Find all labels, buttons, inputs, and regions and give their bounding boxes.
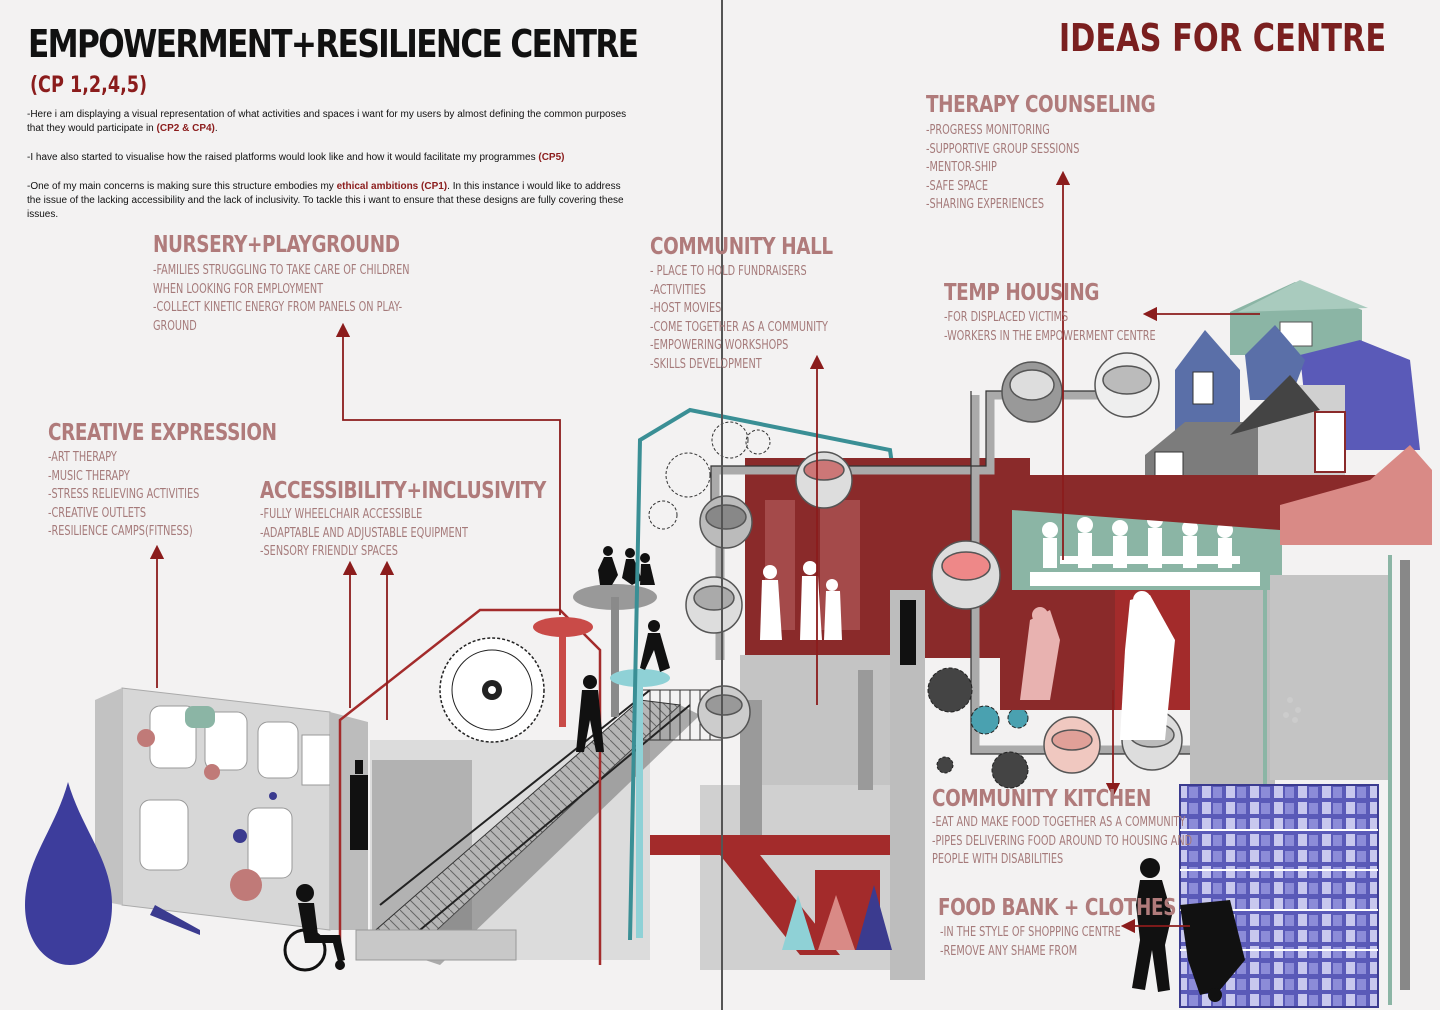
community-hall-heading: COMMUNITY HALL <box>650 234 833 260</box>
creative-items: -ART THERAPY -MUSIC THERAPY -STRESS RELI… <box>48 448 199 541</box>
nursery-items: -FAMILIES STRUGGLING TO TAKE CARE OF CHI… <box>153 261 410 335</box>
list-item: -FOR DISPLACED VICTIMS <box>944 309 1069 325</box>
list-item: -ACTIVITIES <box>650 281 706 298</box>
list-item: PEOPLE WITH DISABILITIES <box>932 851 1064 867</box>
list-item: -EMPOWERING WORKSHOPS <box>650 337 789 353</box>
list-item: -SENSORY FRIENDLY SPACES <box>260 543 398 559</box>
list-item: -COLLECT KINETIC ENERGY FROM PANELS ON P… <box>153 299 403 315</box>
intro-paragraph-3: -One of my main concerns is making sure … <box>27 181 624 220</box>
escalator-area <box>338 608 723 970</box>
connector-arrows <box>149 170 1260 934</box>
food-bank-heading: FOOD BANK + CLOTHES <box>938 895 1177 921</box>
hanging-fixtures <box>350 760 368 850</box>
list-item: -SHARING EXPERIENCES <box>926 196 1045 212</box>
page-fold-divider <box>721 0 723 1010</box>
list-item: -SAFE SPACE <box>926 177 989 194</box>
creative-heading: CREATIVE EXPRESSION <box>48 420 277 446</box>
temp-houses <box>1010 280 1432 545</box>
list-item: -RESILIENCE CAMPS(FITNESS) <box>48 523 193 539</box>
ideas-title: IDEAS FOR CENTRE <box>1058 16 1386 60</box>
shopper-with-cart-silhouette <box>1132 858 1245 1002</box>
list-item: -PROGRESS MONITORING <box>926 122 1050 138</box>
hall-building <box>650 458 1030 980</box>
list-item: -FAMILIES STRUGGLING TO TAKE CARE OF CHI… <box>153 262 410 278</box>
list-item: -CREATIVE OUTLETS <box>48 504 146 521</box>
page-title: EMPOWERMENT+RESILIENCE CENTRE <box>28 22 639 66</box>
community-kitchen-heading: COMMUNITY KITCHEN <box>932 786 1151 812</box>
list-item: -COME TOGETHER AS A COMMUNITY <box>650 318 828 335</box>
intro-paragraph-2: -I have also started to visualise how th… <box>27 152 565 163</box>
gear-cluster <box>648 421 771 530</box>
decorative-triangles <box>782 885 892 950</box>
accessibility-items: -FULLY WHEELCHAIR ACCESSIBLE -ADAPTABLE … <box>260 505 468 561</box>
list-item: GROUND <box>153 317 197 334</box>
cp-subtitle: (CP 1,2,4,5) <box>30 73 148 98</box>
list-item: -MENTOR-SHIP <box>926 159 997 175</box>
temp-housing-items: -FOR DISPLACED VICTIMS -WORKERS IN THE E… <box>944 308 1156 345</box>
kitchen-gears <box>927 667 1029 789</box>
creative-building <box>95 687 368 935</box>
list-item: -IN THE STYLE OF SHOPPING CENTRE <box>940 924 1121 940</box>
blue-drop-shape <box>25 782 112 965</box>
temp-housing-heading: TEMP HOUSING <box>944 280 1100 306</box>
food-bank-items: -IN THE STYLE OF SHOPPING CENTRE -REMOVE… <box>940 923 1121 960</box>
list-item: -ART THERAPY <box>48 449 117 465</box>
kitchen-building <box>1000 490 1410 1005</box>
list-item: -WORKERS IN THE EMPOWERMENT CENTRE <box>944 327 1156 344</box>
list-item: -HOST MOVIES <box>650 300 722 316</box>
wheelchair-user-silhouette <box>283 884 345 972</box>
therapy-items: -PROGRESS MONITORING -SUPPORTIVE GROUP S… <box>926 121 1079 214</box>
therapy-heading: THERAPY COUNSELING <box>926 92 1156 118</box>
list-item: -STRESS RELIEVING ACTIVITIES <box>48 486 200 502</box>
list-item: -MUSIC THERAPY <box>48 467 130 484</box>
community-hall-items: - PLACE TO HOLD FUNDRAISERS -ACTIVITIES … <box>650 262 828 373</box>
list-item: -REMOVE ANY SHAME FROM <box>940 942 1078 959</box>
list-item: -FULLY WHEELCHAIR ACCESSIBLE <box>260 506 423 522</box>
list-item: WHEN LOOKING FOR EMPLOYMENT <box>153 280 324 297</box>
accessibility-heading: ACCESSIBILITY+INCLUSIVITY <box>260 478 546 504</box>
list-item: -SKILLS DEVELOPMENT <box>650 355 762 372</box>
list-item: - PLACE TO HOLD FUNDRAISERS <box>650 263 807 279</box>
nursery-heading: NURSERY+PLAYGROUND <box>153 232 400 258</box>
list-item: -EAT AND MAKE FOOD TOGETHER AS A COMMUNI… <box>932 814 1186 830</box>
community-kitchen-items: -EAT AND MAKE FOOD TOGETHER AS A COMMUNI… <box>932 813 1192 869</box>
list-item: -SUPPORTIVE GROUP SESSIONS <box>926 140 1080 157</box>
playground-platforms <box>533 546 670 938</box>
intro-paragraph-1: -Here i am displaying a visual represent… <box>27 109 627 134</box>
list-item: -PIPES DELIVERING FOOD AROUND TO HOUSING… <box>932 832 1193 849</box>
list-item: -ADAPTABLE AND ADJUSTABLE EQUIPMENT <box>260 524 468 541</box>
